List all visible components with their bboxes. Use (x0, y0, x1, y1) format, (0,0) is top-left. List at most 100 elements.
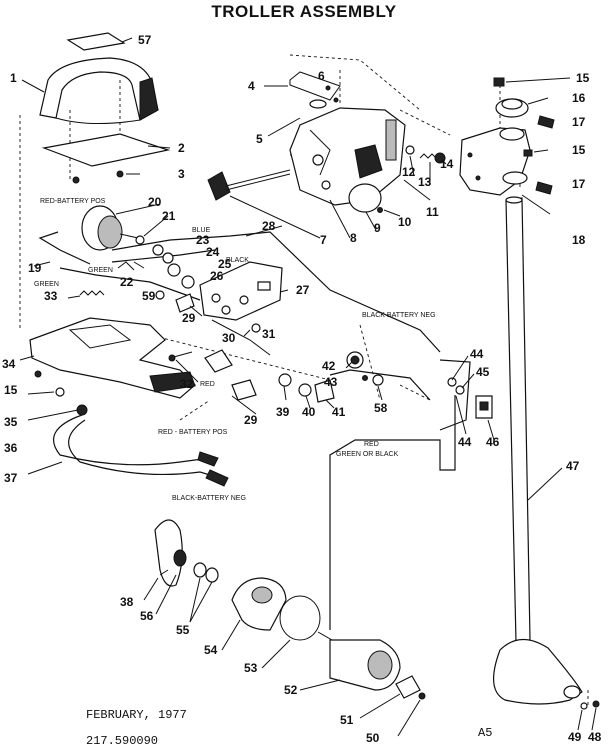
label-green-left: GREEN (34, 281, 59, 288)
part-52-motor (318, 632, 400, 690)
callout: 4 (248, 79, 255, 93)
label-black-battery-neg-top: BLACK BATTERY NEG (362, 312, 436, 319)
part-13-spring (420, 154, 436, 158)
callout: 5 (256, 132, 263, 146)
callout: 29 (182, 311, 196, 325)
part-10-screw (378, 208, 383, 213)
callout: 42 (322, 359, 336, 373)
callout: 27 (296, 283, 310, 297)
label-red-battery-pos-bottom: RED - BATTERY POS (158, 429, 228, 436)
part-15-screw-base (35, 371, 41, 377)
part-4-wire-bracket (290, 72, 340, 100)
page-title: TROLLER ASSEMBLY (211, 2, 397, 21)
callout: 18 (572, 233, 586, 247)
part-6-pins (326, 86, 338, 102)
wire-labels: RED-BATTERY POS BLUE BLACK GREEN GREEN B… (34, 198, 436, 502)
callout: 31 (262, 327, 276, 341)
part-22-clips (118, 262, 144, 270)
callout: 45 (476, 365, 490, 379)
footer-code: 217.590090 (86, 734, 159, 748)
part-34-base (30, 318, 195, 398)
part-27-switch-plate (200, 262, 282, 320)
part-9-disc (349, 184, 381, 212)
part-53-o-ring (280, 596, 320, 640)
callout: 6 (318, 69, 325, 83)
callout: 36 (4, 441, 18, 455)
part-20-motor (82, 206, 138, 250)
callout: 28 (262, 219, 276, 233)
callout: 53 (244, 661, 258, 675)
label-black: BLACK (226, 257, 249, 264)
part-7-tension-knob (208, 170, 290, 200)
callout: 20 (148, 195, 162, 209)
callout: 17 (572, 177, 586, 191)
callout: 14 (440, 157, 454, 171)
part-26-ring (182, 276, 194, 288)
footer-date: FEBRUARY, 1977 (86, 708, 187, 722)
part-24-ring (163, 253, 173, 263)
callout: 29 (244, 413, 258, 427)
part-55-washers (194, 563, 218, 582)
callout: 44 (458, 435, 472, 449)
callout: 12 (402, 165, 416, 179)
wire-harness (40, 232, 470, 630)
callout: 8 (350, 231, 357, 245)
callout: 33 (44, 289, 58, 303)
callout: 59 (142, 289, 156, 303)
part-54-end-cap (232, 578, 286, 630)
part-51-brush-holder (396, 676, 420, 698)
callout: 37 (4, 471, 18, 485)
part-33-spring (80, 291, 104, 295)
callout: 41 (332, 405, 346, 419)
footer-page: A5 (478, 726, 493, 740)
part-31-nut (252, 324, 260, 332)
part-43-nut (363, 376, 368, 381)
callout: 57 (138, 33, 152, 47)
part-15-cap (494, 78, 504, 86)
callout: 34 (2, 357, 16, 371)
callout: 30 (222, 331, 236, 345)
callout: 22 (120, 275, 134, 289)
callout: 54 (204, 643, 218, 657)
callout: 48 (588, 730, 602, 744)
part-30-spring (212, 320, 270, 355)
part-41-knob (315, 380, 334, 402)
part-21-washer (136, 236, 144, 244)
callout: 15 (572, 143, 586, 157)
label-black-battery-neg-bottom: BLACK-BATTERY NEG (172, 495, 246, 502)
callout: 43 (324, 375, 338, 389)
part-25-ring (168, 264, 180, 276)
part-42-switch (347, 352, 363, 368)
callout: 15 (4, 383, 18, 397)
part-29-grip (232, 380, 256, 400)
callout: 11 (426, 205, 439, 219)
part-32-screw (169, 352, 192, 361)
label-green: GREEN (88, 267, 113, 274)
callout: 52 (284, 683, 298, 697)
callout: 24 (206, 245, 220, 259)
callout: 2 (178, 141, 185, 155)
callout: 15 (576, 71, 590, 85)
part-48-screw (593, 701, 599, 707)
callout: 44 (470, 347, 484, 361)
callout: 47 (566, 459, 580, 473)
callout: 13 (418, 175, 432, 189)
callout: 51 (340, 713, 354, 727)
callout: 25 (218, 257, 232, 271)
part-16-collar (496, 99, 528, 117)
callout: 3 (178, 167, 185, 181)
part-47-shaft (494, 197, 582, 704)
part-2-gasket (44, 134, 168, 166)
callout: 55 (176, 623, 190, 637)
part-8-head-casting (290, 108, 405, 205)
part-38-pin (160, 570, 168, 575)
label-red-lower: RED (364, 441, 379, 448)
callout: 32 (180, 377, 194, 391)
callout: 58 (374, 401, 388, 415)
callout: 23 (196, 233, 210, 247)
part-44-nut (448, 378, 456, 386)
callout: 40 (302, 405, 316, 419)
label-green-or-black: GREEN OR BLACK (336, 451, 399, 458)
